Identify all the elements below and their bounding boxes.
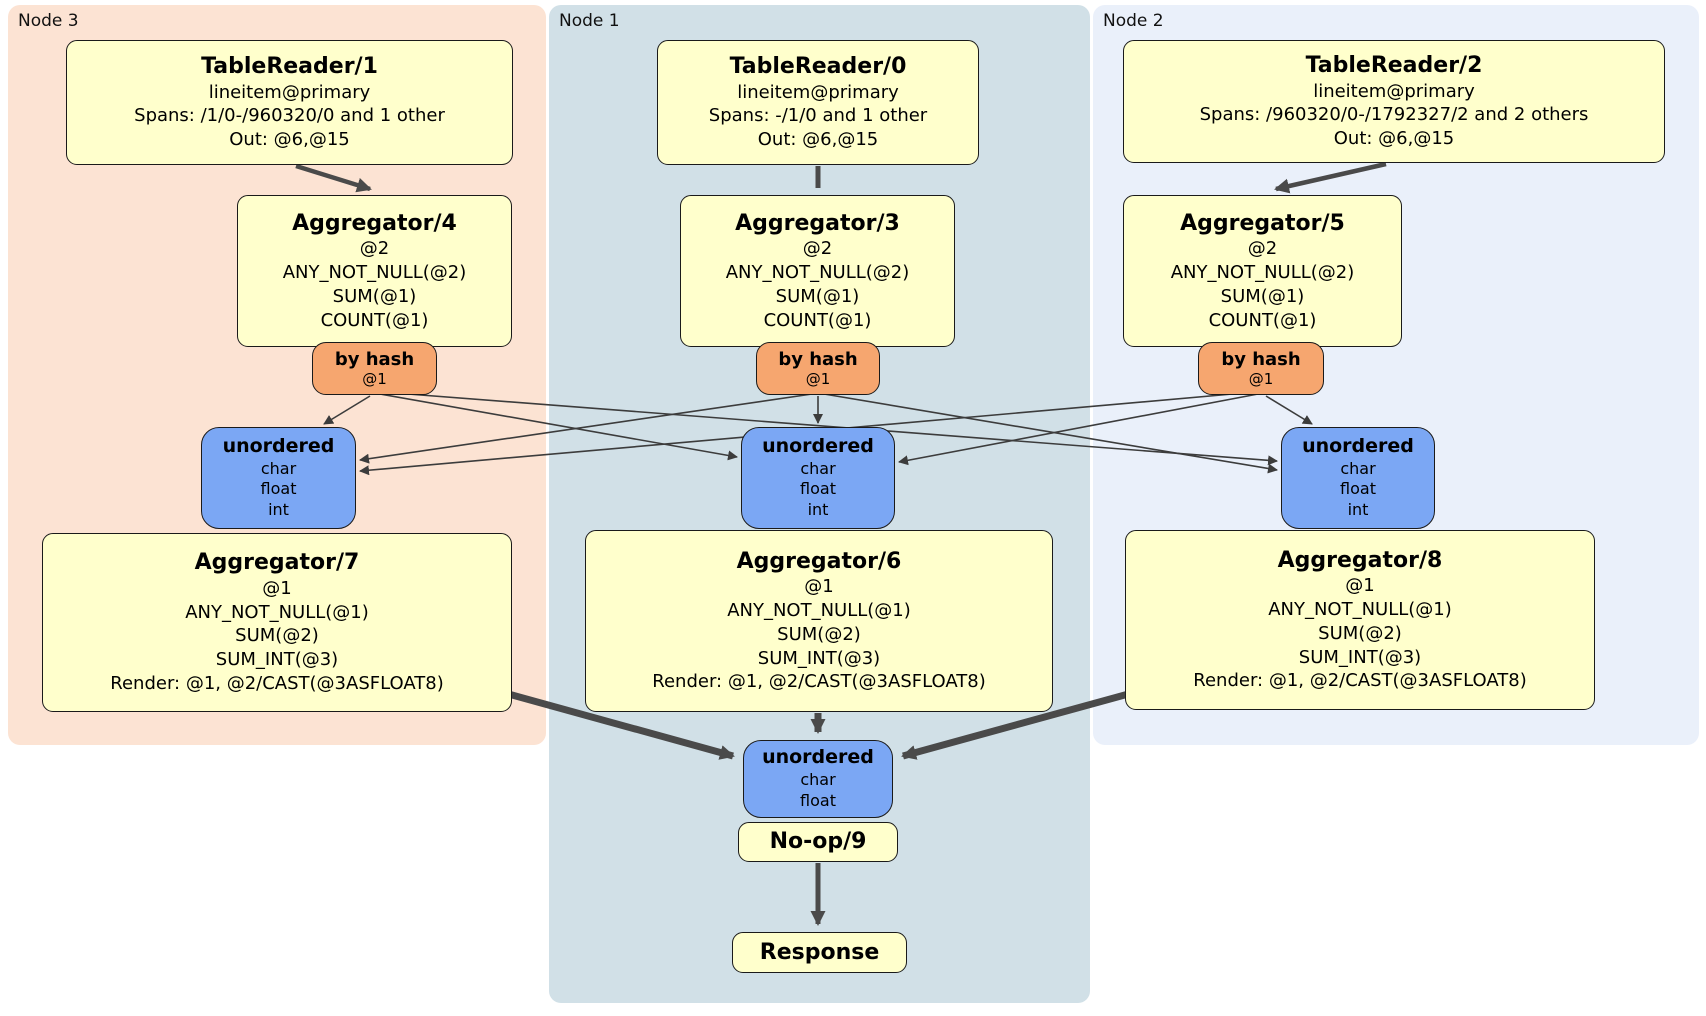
aggregator5-box: Aggregator/5 @2 ANY_NOT_NULL(@2) SUM(@1)…: [1123, 195, 1402, 347]
aggregator3-fn2: SUM(@1): [775, 285, 860, 307]
sync3-type1: char: [260, 458, 297, 478]
aggregator5-fn1: ANY_NOT_NULL(@2): [1170, 262, 1355, 283]
sync1-type3: int: [807, 500, 829, 520]
syncfinal-type1: char: [800, 770, 836, 790]
aggregator7-title: Aggregator/7: [194, 550, 360, 576]
aggregator4-group: @2: [359, 238, 390, 260]
tablereader0-box: TableReader/0 lineitem@primary Spans: -/…: [657, 40, 979, 165]
aggregator7-fn1: ANY_NOT_NULL(@1): [185, 601, 369, 623]
tablereader2-box: TableReader/2 lineitem@primary Spans: /9…: [1123, 40, 1665, 163]
aggregator6-render: Render: @1, @2/CAST(@3ASFLOAT8): [652, 671, 986, 693]
router2-by-hash: by hash @1: [1198, 342, 1324, 395]
router1-by-hash: by hash @1: [756, 342, 880, 395]
node1-region-label: Node 1: [559, 11, 620, 31]
aggregator3-fn1: ANY_NOT_NULL(@2): [725, 262, 910, 283]
node2-region-label: Node 2: [1103, 11, 1164, 31]
sync1-type2: float: [800, 479, 836, 499]
aggregator3-title: Aggregator/3: [735, 210, 900, 236]
router1-cols: @1: [805, 370, 831, 389]
tablereader1-box: TableReader/1 lineitem@primary Spans: /1…: [66, 40, 513, 165]
sync3-title: unordered: [222, 434, 335, 457]
router2-title: by hash: [1221, 348, 1301, 370]
sync3-unordered: unordered char float int: [201, 427, 356, 529]
tablereader1-index: lineitem@primary: [208, 81, 371, 103]
aggregator4-box: Aggregator/4 @2 ANY_NOT_NULL(@2) SUM(@1)…: [237, 195, 512, 347]
aggregator7-box: Aggregator/7 @1 ANY_NOT_NULL(@1) SUM(@2)…: [42, 533, 512, 712]
tablereader2-index: lineitem@primary: [1313, 80, 1475, 102]
aggregator4-title: Aggregator/4: [292, 210, 457, 236]
tablereader1-out: Out: @6,@15: [229, 129, 350, 151]
router1-title: by hash: [778, 348, 858, 370]
sync3-type2: float: [260, 479, 297, 499]
aggregator7-fn2: SUM(@2): [235, 625, 319, 647]
aggregator6-title: Aggregator/6: [736, 548, 902, 574]
tablereader2-out: Out: @6,@15: [1333, 128, 1455, 150]
aggregator4-fn2: SUM(@1): [332, 285, 417, 307]
aggregator6-group: @1: [804, 576, 834, 598]
aggregator4-fn1: ANY_NOT_NULL(@2): [282, 262, 467, 283]
aggregator4-fn3: COUNT(@1): [320, 309, 429, 331]
aggregator8-render: Render: @1, @2/CAST(@3ASFLOAT8): [1193, 670, 1527, 692]
aggregator5-fn3: COUNT(@1): [1208, 309, 1317, 331]
aggregator8-box: Aggregator/8 @1 ANY_NOT_NULL(@1) SUM(@2)…: [1125, 530, 1595, 710]
noop9-box: No-op/9: [738, 822, 898, 862]
syncfinal-type2: float: [800, 790, 836, 810]
sync1-type1: char: [800, 458, 836, 478]
sync2-type2: float: [1340, 479, 1376, 499]
sync2-type1: char: [1340, 458, 1376, 478]
aggregator8-title: Aggregator/8: [1277, 547, 1443, 573]
sync1-unordered: unordered char float int: [741, 427, 895, 529]
tablereader0-title: TableReader/0: [729, 54, 907, 80]
aggregator6-fn1: ANY_NOT_NULL(@1): [727, 600, 911, 622]
router3-by-hash: by hash @1: [312, 342, 437, 395]
syncfinal-title: unordered: [762, 746, 874, 769]
aggregator6-fn2: SUM(@2): [777, 623, 861, 645]
aggregator8-fn2: SUM(@2): [1318, 622, 1402, 644]
syncfinal-unordered: unordered char float: [743, 740, 893, 818]
router3-title: by hash: [334, 348, 415, 370]
aggregator8-group: @1: [1345, 575, 1375, 597]
aggregator5-group: @2: [1247, 238, 1278, 260]
aggregator5-title: Aggregator/5: [1180, 210, 1345, 236]
aggregator7-group: @1: [262, 577, 292, 599]
node3-region-label: Node 3: [18, 11, 79, 31]
aggregator6-box: Aggregator/6 @1 ANY_NOT_NULL(@1) SUM(@2)…: [585, 530, 1053, 712]
sync2-type3: int: [1347, 500, 1369, 520]
noop9-title: No-op/9: [769, 829, 867, 855]
aggregator7-render: Render: @1, @2/CAST(@3ASFLOAT8): [110, 672, 444, 694]
tablereader2-spans: Spans: /960320/0-/1792327/2 and 2 others: [1199, 104, 1589, 126]
aggregator3-box: Aggregator/3 @2 ANY_NOT_NULL(@2) SUM(@1)…: [680, 195, 955, 347]
tablereader2-title: TableReader/2: [1305, 53, 1483, 79]
sync3-type3: int: [268, 500, 289, 520]
tablereader0-out: Out: @6,@15: [757, 129, 879, 151]
tablereader1-title: TableReader/1: [201, 54, 378, 80]
aggregator8-fn1: ANY_NOT_NULL(@1): [1268, 599, 1452, 621]
router2-cols: @1: [1248, 370, 1274, 389]
response-title: Response: [759, 939, 880, 965]
tablereader0-index: lineitem@primary: [737, 81, 899, 103]
sync2-title: unordered: [1302, 434, 1414, 457]
aggregator3-fn3: COUNT(@1): [763, 309, 872, 331]
aggregator8-fn3: SUM_INT(@3): [1298, 646, 1422, 668]
tablereader1-spans: Spans: /1/0-/960320/0 and 1 other: [134, 105, 445, 127]
sync2-unordered: unordered char float int: [1281, 427, 1435, 529]
response-box: Response: [732, 932, 907, 973]
aggregator7-fn3: SUM_INT(@3): [215, 649, 339, 671]
aggregator3-group: @2: [802, 238, 833, 260]
tablereader0-spans: Spans: -/1/0 and 1 other: [708, 105, 928, 127]
aggregator6-fn3: SUM_INT(@3): [757, 647, 881, 669]
aggregator5-fn2: SUM(@1): [1220, 285, 1305, 307]
sync1-title: unordered: [762, 434, 874, 457]
router3-cols: @1: [362, 370, 387, 389]
